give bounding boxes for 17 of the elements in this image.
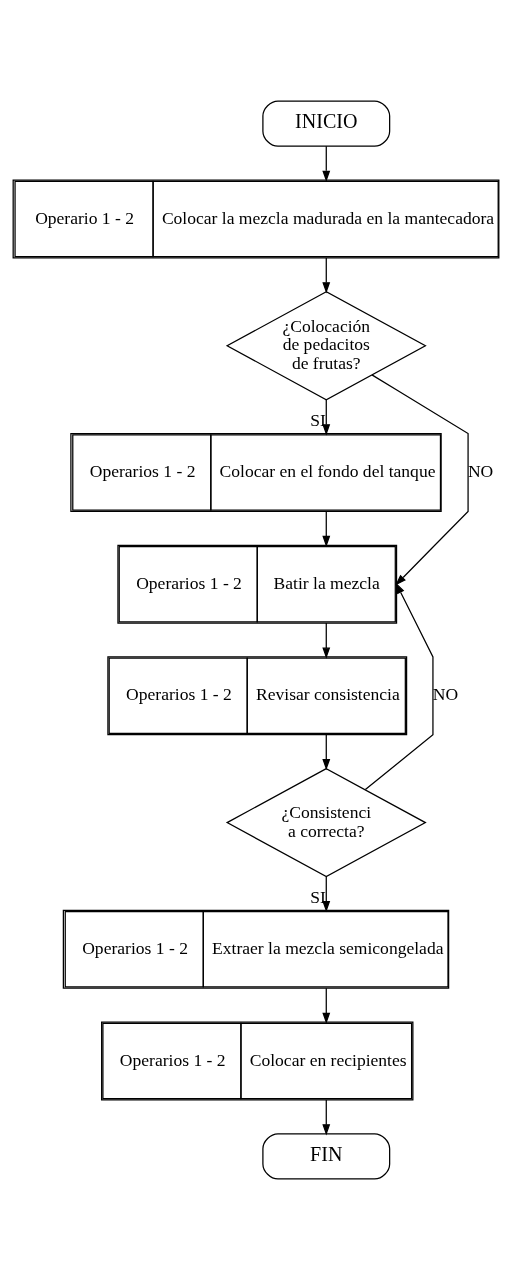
node-diamond: ¿Consistenci a correcta? <box>225 767 427 877</box>
node-box: FIN <box>262 1132 391 1180</box>
node-diamond: ¿Colocación de pedacitos de frutas? <box>225 290 427 400</box>
edge-label: SI <box>310 409 326 430</box>
arrow <box>322 510 331 547</box>
arrow <box>322 398 331 435</box>
arrow <box>322 256 331 293</box>
arrow <box>322 1098 331 1136</box>
arrow <box>322 875 331 912</box>
arrow <box>322 733 331 770</box>
node-box: INICIO <box>262 99 391 147</box>
edge-label: SI <box>310 886 326 907</box>
arrow <box>364 581 434 790</box>
arrow <box>322 987 331 1024</box>
arrow <box>371 373 469 585</box>
arrow <box>322 145 331 182</box>
arrow <box>322 621 331 659</box>
